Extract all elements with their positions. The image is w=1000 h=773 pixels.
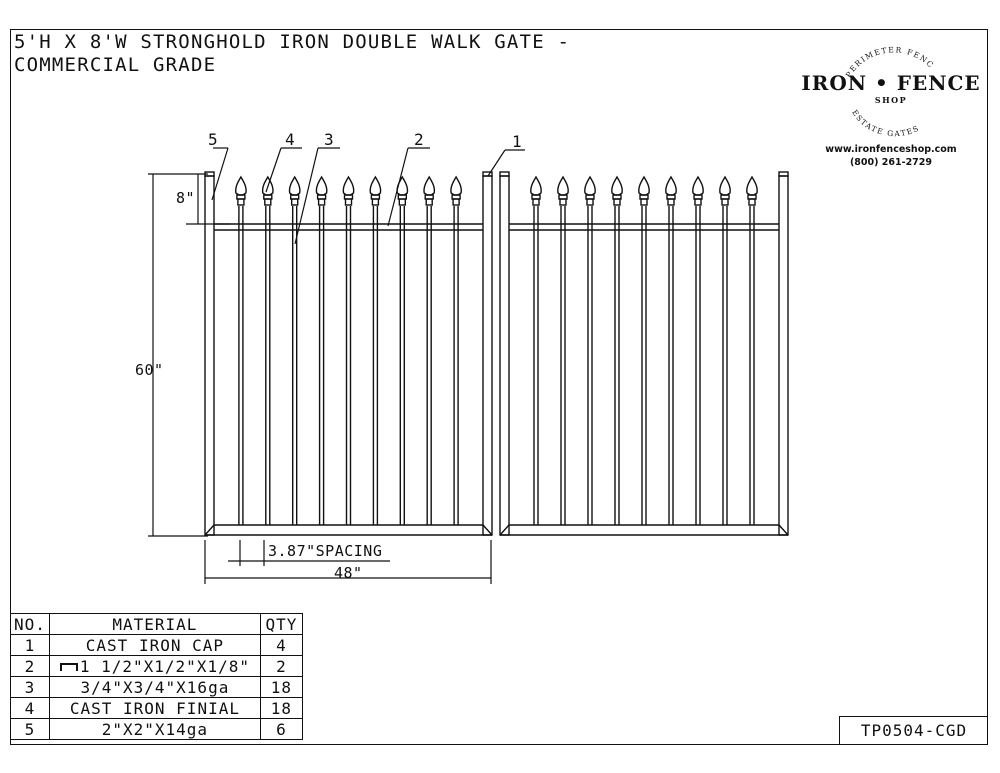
- finial-base: [748, 198, 756, 206]
- bill-of-materials: NO. MATERIAL QTY 1 CAST IRON CAP 4 2 1 1…: [10, 613, 303, 740]
- company-logo: PERIMETER FENCING ESTATE GATES IRON • FE…: [800, 40, 982, 175]
- drawing-title: 5'H X 8'W STRONGHOLD IRON DOUBLE WALK GA…: [14, 31, 570, 77]
- bom-row: 1 CAST IRON CAP 4: [10, 634, 303, 656]
- bom-row: 4 CAST IRON FINIAL 18: [10, 697, 303, 719]
- finial-base: [640, 198, 648, 206]
- finial-base: [613, 198, 621, 206]
- title-line-1: 5'H X 8'W STRONGHOLD IRON DOUBLE WALK GA…: [14, 31, 571, 53]
- finial-base: [344, 198, 353, 206]
- callout-4: 4: [285, 130, 295, 149]
- bom-material: 3/4"X3/4"X16ga: [48, 676, 261, 698]
- drawing-frame: [10, 29, 988, 745]
- rail-corner: [499, 524, 510, 536]
- finial-base: [264, 198, 272, 206]
- finial-spear: [342, 175, 355, 196]
- finial-base: [425, 198, 433, 206]
- channel-icon: [59, 663, 78, 671]
- bom-material: 1 1/2"X1/2"X1/8": [79, 656, 250, 676]
- finial-spear: [611, 175, 623, 196]
- bom-no: 3: [10, 676, 50, 698]
- finial-base: [694, 198, 702, 206]
- post-cap: [482, 171, 493, 177]
- bom-material: CAST IRON CAP: [48, 634, 261, 656]
- finial-base: [237, 198, 245, 206]
- finial-spear: [584, 175, 596, 196]
- bom-material: 2"X2"X14ga: [48, 718, 261, 740]
- finial-spear: [288, 175, 301, 196]
- bom-header-qty: QTY: [259, 613, 303, 635]
- finial-base: [667, 198, 675, 206]
- gate-post: [204, 175, 215, 536]
- bom-no: 1: [10, 634, 50, 656]
- finial-spear: [450, 175, 462, 196]
- bom-qty: 2: [259, 655, 303, 677]
- finial-base: [371, 198, 380, 206]
- finial-spear: [235, 175, 247, 196]
- finial-spear: [665, 175, 677, 196]
- dimension-spacing: 3.87"SPACING: [268, 542, 383, 560]
- gate-post: [499, 175, 510, 536]
- bom-row: 3 3/4"X3/4"X16ga 18: [10, 676, 303, 698]
- finial-spear: [315, 175, 328, 196]
- drawing-code: TP0504-CGD: [839, 716, 988, 745]
- dimension-8in: 8": [176, 189, 196, 207]
- callout-labels: 5 4 3 2 1: [208, 130, 522, 151]
- rail-corner: [778, 524, 789, 536]
- finial-base: [398, 198, 406, 206]
- finial-base: [559, 198, 567, 206]
- finial-base: [721, 198, 729, 206]
- finial-base: [317, 198, 326, 206]
- dimension-48in: 48": [334, 564, 363, 582]
- finial-base: [452, 198, 460, 206]
- finial-base: [291, 198, 299, 206]
- finial-spear: [369, 175, 382, 196]
- finial-spear: [746, 175, 758, 196]
- bom-row: 2 1 1/2"X1/2"X1/8" 2: [10, 655, 303, 677]
- post-cap: [778, 171, 789, 177]
- finial-base: [586, 198, 594, 206]
- bom-header-material: MATERIAL: [48, 613, 261, 635]
- callout-5: 5: [208, 130, 218, 149]
- left-gate-panel: [204, 171, 493, 536]
- logo-phone: (800) 261-2729: [849, 157, 933, 168]
- post-cap: [499, 171, 510, 177]
- finial-spear: [423, 175, 436, 196]
- bom-material-cell: 1 1/2"X1/2"X1/8": [48, 655, 261, 677]
- callout-2: 2: [414, 130, 424, 149]
- gate-post: [778, 175, 789, 536]
- bom-qty: 18: [259, 697, 303, 719]
- title-line-2: COMMERCIAL GRADE: [14, 54, 217, 76]
- finial-spear: [530, 175, 542, 196]
- finial-spear: [638, 175, 650, 196]
- rail-corner: [482, 524, 493, 536]
- finial-spear: [719, 175, 731, 196]
- finial-spear: [557, 175, 569, 196]
- logo-arc-text: PERIMETER FENCING ESTATE GATES: [800, 40, 934, 138]
- bom-qty: 6: [259, 718, 303, 740]
- gate-post: [482, 175, 493, 536]
- logo-url: www.ironfenceshop.com: [825, 144, 957, 155]
- bom-material: CAST IRON FINIAL: [48, 697, 261, 719]
- dimension-60in: 60": [135, 361, 164, 379]
- bom-no: 4: [10, 697, 50, 719]
- callout-1: 1: [512, 132, 522, 151]
- rail-corner: [204, 524, 215, 536]
- bom-header-row: NO. MATERIAL QTY: [10, 613, 303, 635]
- finial-base: [532, 198, 540, 206]
- logo-shop: SHOP: [874, 95, 908, 105]
- right-gate-panel: [499, 171, 789, 536]
- dimension-lines: [148, 147, 525, 584]
- finial-spear: [692, 175, 704, 196]
- bom-row: 5 2"X2"X14ga 6: [10, 718, 303, 740]
- bom-no: 5: [10, 718, 50, 740]
- bom-qty: 4: [259, 634, 303, 656]
- bom-header-no: NO.: [10, 613, 50, 635]
- bom-qty: 18: [259, 676, 303, 698]
- bom-no: 2: [10, 655, 50, 677]
- callout-3: 3: [324, 130, 334, 149]
- logo-name: IRON • FENCE: [801, 71, 981, 95]
